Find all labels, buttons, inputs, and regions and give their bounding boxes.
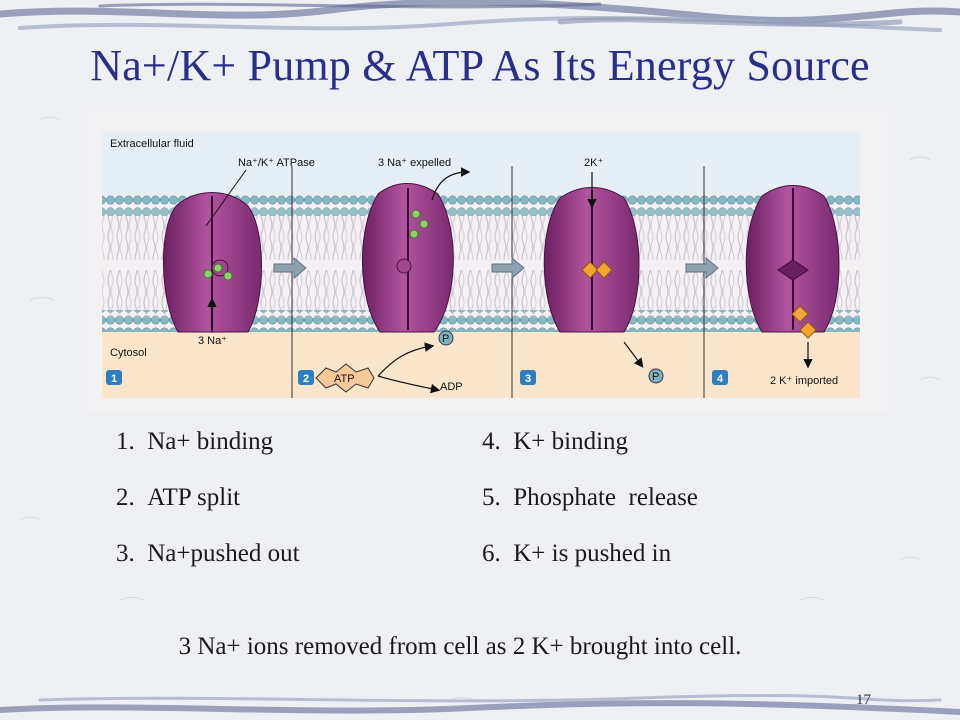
potassium-ions-4 [791,305,817,339]
phosphate-label-3: P [652,371,659,383]
step-arrow-1 [273,256,307,280]
step-item-4: 4. K+ binding [482,428,629,455]
cytosol-label: Cytosol [110,347,147,359]
sodium-ions-2 [409,209,429,239]
phosphate-release-arrow [623,341,644,368]
top-brush-strokes [0,0,960,32]
step-item-6: 6. K+ is pushed in [482,540,672,567]
pump-pointer [205,169,247,227]
sodium-ions-1 [203,263,233,281]
step-item-3: 3. Na+pushed out [116,540,300,567]
extracellular-label: Extracellular fluid [110,138,194,150]
phosphate-icon-3 [648,368,664,384]
extracellular-region [102,132,860,196]
svg-text:4: 4 [717,373,724,385]
step-badge-3: 3 [520,370,536,385]
pump-protein-3 [543,187,640,333]
k-imported-label: 2 K⁺ imported [770,375,838,387]
pump-label: Na⁺/K⁺ ATPase [238,157,315,169]
na-in-label: 3 Na⁺ [198,335,227,347]
cytosol-region [102,332,860,398]
step-item-5: 5. Phosphate release [482,484,698,511]
step-item-2: 2. ATP split [116,484,241,511]
k-in-label: 2K⁺ [584,157,603,169]
page-number: 17 [856,692,871,708]
step-item-1: 1. Na+ binding [116,428,274,455]
bottom-brush-strokes [0,693,960,715]
summary-text: 3 Na+ ions removed from cell as 2 K+ bro… [178,633,742,660]
pump-diagram-svg: Extracellular fluid Cytosol Na⁺/K⁺ ATPas… [88,110,888,413]
step-arrow-2 [491,256,525,280]
na-expelled-label: 3 Na⁺ expelled [378,157,451,169]
svg-text:1: 1 [111,373,117,385]
pump-protein-2 [361,183,454,333]
atp-label: ATP [334,373,355,385]
slide-title: Na+/K+ Pump & ATP As Its Energy Source [90,41,870,90]
svg-text:2: 2 [303,373,309,385]
step-badge-2: 2 [298,370,314,385]
pump-diagram: Extracellular fluid Cytosol Na⁺/K⁺ ATPas… [88,110,888,413]
step-arrow-3 [685,256,719,280]
potassium-ions-3 [581,261,613,279]
phosphate-label-2: P [442,333,449,345]
pump-protein-4 [745,185,840,333]
atp-to-p-arrow [377,342,435,377]
step-badge-1: 1 [106,370,122,385]
phosphate-icon-2 [438,330,454,346]
na-expelled-arrow [431,167,471,201]
svg-text:3: 3 [525,373,531,385]
step-badge-4: 4 [712,370,728,385]
atp-burst [315,363,375,393]
atp-to-adp-arrow [377,375,441,394]
adp-label: ADP [440,381,463,393]
